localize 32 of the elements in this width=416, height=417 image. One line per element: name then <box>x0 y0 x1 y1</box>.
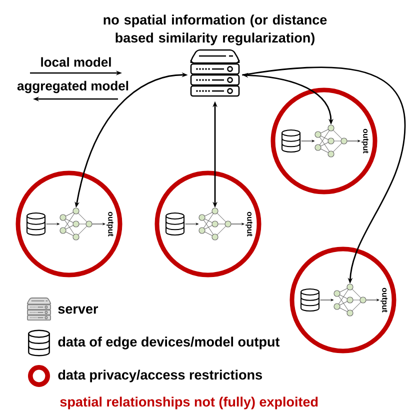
legend-label: aggregated model <box>17 80 128 94</box>
arrow <box>346 140 360 142</box>
output-label: output <box>246 212 252 236</box>
legend-label: data privacy/access restrictions <box>58 370 262 382</box>
database-icon <box>300 288 320 312</box>
caption: spatial relationships not (fully) exploited <box>60 396 318 410</box>
ring <box>16 170 122 278</box>
database-icon <box>166 212 184 236</box>
arrow <box>46 223 60 225</box>
arrow <box>320 299 334 301</box>
output-label: output <box>362 128 368 154</box>
neural-network-icon <box>314 124 348 158</box>
neural-network-icon <box>60 208 92 240</box>
ring <box>154 170 262 278</box>
arrow <box>184 223 198 225</box>
arrow <box>300 140 314 142</box>
database-icon <box>26 212 46 236</box>
ring <box>290 246 396 354</box>
output-label: output <box>106 212 114 236</box>
neural-network-icon <box>198 208 232 240</box>
ring <box>270 88 378 194</box>
server-icon <box>190 49 240 97</box>
legend-label: data of edge devices/model output <box>58 336 280 350</box>
title: no spatial information (or distance based similarity regularization) <box>104 14 327 46</box>
neural-network-icon <box>334 284 366 316</box>
arrow <box>92 223 106 225</box>
arrow <box>366 299 380 301</box>
legend-label: server <box>58 306 98 314</box>
output-label: output <box>380 288 388 312</box>
arrow <box>230 223 244 225</box>
database-icon <box>282 130 300 152</box>
legend-label: local model <box>41 57 111 67</box>
